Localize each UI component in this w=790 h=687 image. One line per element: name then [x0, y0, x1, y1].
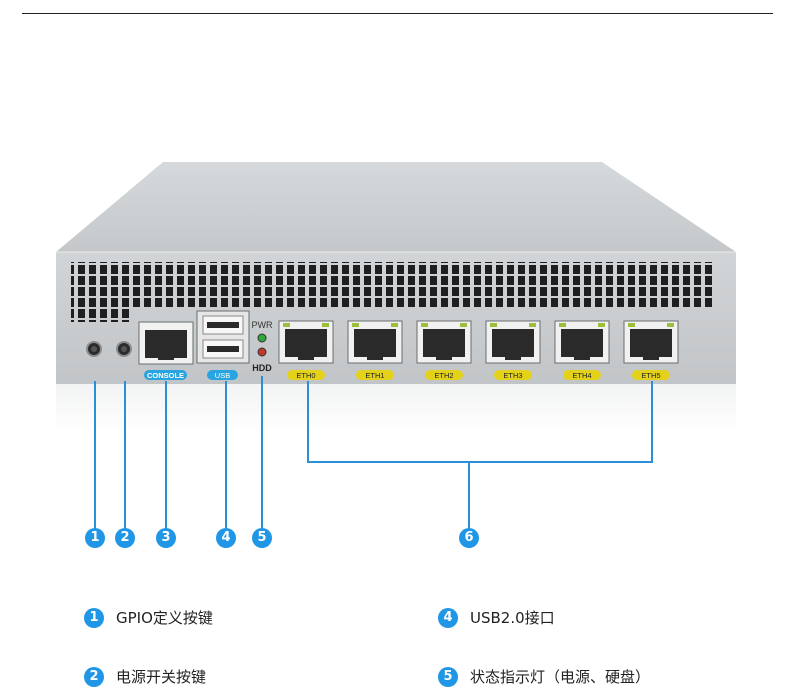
- hdd-label: HDD: [252, 363, 272, 373]
- callout-badge-5: 5: [252, 528, 272, 548]
- eth-port: [554, 320, 610, 364]
- legend-item-power: 2 电源开关按键: [84, 666, 206, 687]
- eth-port: [485, 320, 541, 364]
- eth-label: ETH5: [641, 371, 660, 380]
- callout-line-3: [165, 381, 167, 529]
- legend-text: USB2.0接口: [470, 609, 555, 627]
- pwr-label: PWR: [252, 320, 273, 330]
- legend-text: 状态指示灯（电源、硬盘）: [470, 668, 651, 686]
- console-port: [138, 321, 194, 365]
- legend-text: 电源开关按键: [116, 668, 207, 686]
- legend-item-status-led: 5 状态指示灯（电源、硬盘）: [438, 666, 650, 687]
- eth-tag: [425, 370, 463, 380]
- usb-tag: [207, 370, 238, 380]
- eth-tag: [356, 370, 394, 380]
- callout-bracket-bar: [307, 461, 653, 463]
- legend-badge: 4: [438, 607, 458, 628]
- top-divider: [22, 13, 773, 14]
- console-label: CONSOLE: [147, 371, 184, 380]
- ethernet-ports: [278, 320, 679, 364]
- legend-item-gpio: 1 GPIO定义按键: [84, 607, 213, 628]
- chassis-top: [56, 162, 736, 252]
- callout-line-2: [124, 381, 126, 529]
- callout-badge-4: 4: [216, 528, 236, 548]
- legend-item-usb: 4 USB2.0接口: [438, 607, 555, 628]
- pwr-led: [257, 333, 267, 343]
- eth-port: [623, 320, 679, 364]
- callout-badge-3: 3: [156, 528, 176, 548]
- vent-grid: [71, 262, 713, 308]
- legend-badge: 5: [438, 666, 458, 687]
- usb-label: USB: [215, 371, 230, 380]
- eth-tag: [632, 370, 670, 380]
- callout-line-6: [468, 462, 470, 529]
- callout-bracket-right: [651, 381, 653, 462]
- eth-port: [416, 320, 472, 364]
- eth-port: [347, 320, 403, 364]
- callout-line-1: [94, 381, 96, 529]
- eth-label: ETH2: [434, 371, 453, 380]
- callout-badge-2: 2: [115, 528, 135, 548]
- ethernet-tags: ETH0 ETH1 ETH2 ETH3 ETH4 ETH5: [287, 370, 670, 380]
- legend-badge: 2: [84, 666, 104, 687]
- eth-label: ETH0: [296, 371, 315, 380]
- usb-ports: [196, 310, 250, 364]
- eth-label: ETH4: [572, 371, 591, 380]
- firewall-appliance-illustration: CONSOLE USB PWR HDD ETH0 ETH1 ETH2 ETH3 ETH4…: [56, 162, 736, 434]
- eth-port: [278, 320, 334, 364]
- console-tag: [144, 370, 187, 380]
- eth-tag: [287, 370, 325, 380]
- legend-text: GPIO定义按键: [116, 609, 213, 627]
- callout-bracket-left: [307, 381, 309, 462]
- eth-tag: [563, 370, 601, 380]
- hdd-led: [257, 347, 267, 357]
- callout-line-5: [261, 376, 263, 529]
- callout-badge-1: 1: [85, 528, 105, 548]
- eth-label: ETH1: [365, 371, 384, 380]
- callout-line-4: [225, 381, 227, 529]
- callout-badge-6: 6: [459, 528, 479, 548]
- eth-label: ETH3: [503, 371, 522, 380]
- legend-badge: 1: [84, 607, 104, 628]
- eth-tag: [494, 370, 532, 380]
